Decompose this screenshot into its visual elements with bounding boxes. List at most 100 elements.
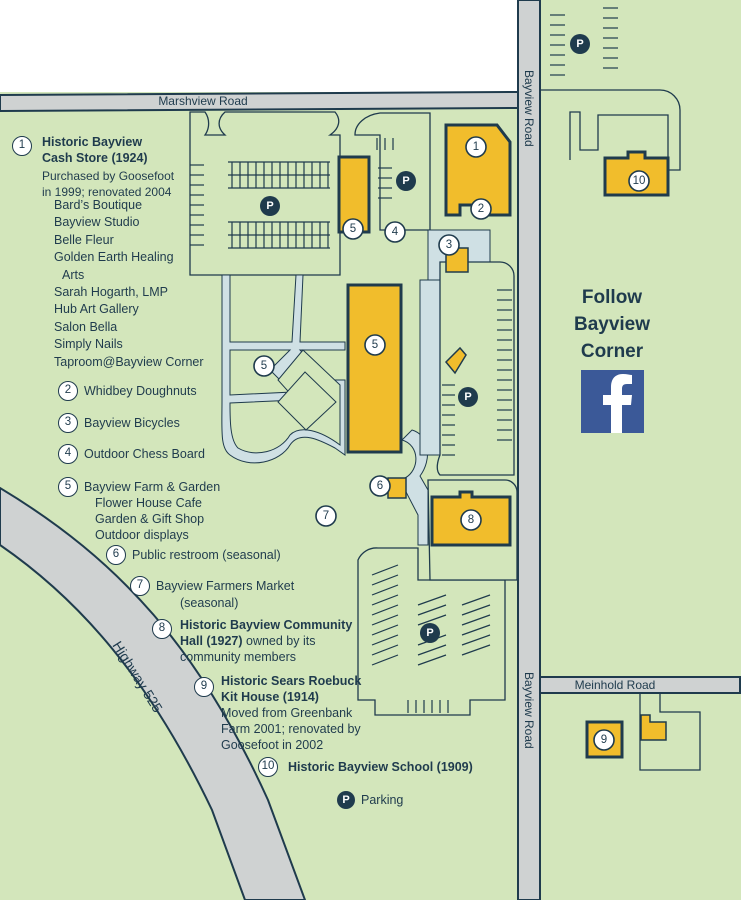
svg-text:3: 3: [446, 239, 452, 251]
east-parking-lot: [436, 261, 515, 476]
tenant-item-continued: Arts: [62, 267, 85, 282]
legend-4-label: Outdoor Chess Board: [84, 447, 205, 461]
parking-marker-main-lot[interactable]: P: [260, 196, 280, 216]
bayview-road-label-top: Bayview Road: [522, 70, 536, 147]
legend-1-title-1: Historic Bayview: [42, 135, 143, 149]
parking-marker-south-lot[interactable]: P: [420, 623, 440, 643]
tenant-item: Golden Earth Healing: [54, 250, 174, 265]
tenant-item: Sarah Hogarth, LMP: [54, 285, 168, 300]
svg-text:5: 5: [261, 360, 267, 372]
map-marker-5-garden[interactable]: 5: [253, 355, 275, 377]
svg-text:4: 4: [392, 226, 399, 238]
svg-text:P: P: [426, 627, 433, 639]
facebook-icon[interactable]: [581, 370, 644, 433]
map-marker-5-main[interactable]: 5: [364, 334, 386, 356]
map-marker-2[interactable]: 2: [470, 198, 492, 220]
legend-3-label: Bayview Bicycles: [84, 416, 180, 430]
svg-text:P: P: [576, 38, 583, 50]
tenant-item: Taproom@Bayview Corner: [54, 354, 204, 369]
lot-stalls-row2: [228, 221, 330, 249]
meinhold-road-label: Meinhold Road: [575, 678, 656, 692]
parking-icon: P: [337, 791, 355, 809]
legend-9-title-1: Historic Sears Roebuck: [221, 674, 362, 688]
svg-text:8: 8: [468, 514, 474, 526]
legend-5-label: Bayview Farm & Garden: [84, 480, 221, 494]
parking-marker-east-lot[interactable]: P: [458, 387, 478, 407]
map-marker-10[interactable]: 10: [628, 170, 650, 192]
school-lot-stalls: [550, 7, 618, 76]
legend-6-label: Public restroom (seasonal): [132, 548, 281, 562]
offsite-area: [0, 0, 518, 92]
legend-1-desc-1: Purchased by Goosefoot: [42, 169, 175, 183]
legend-number-1: 1: [12, 136, 32, 156]
marshview-road-label: Marshview Road: [158, 94, 247, 108]
legend-9-desc-3: Goosefoot in 2002: [221, 738, 324, 752]
follow-line2: Bayview: [574, 314, 650, 335]
legend-10-label: Historic Bayview School (1909): [288, 760, 473, 774]
svg-text:P: P: [402, 175, 409, 187]
legend-number-3: 3: [58, 413, 78, 433]
legend-8-title-1: Historic Bayview Community: [180, 618, 353, 632]
bayview-road: Bayview Road Bayview Road: [517, 0, 541, 900]
follow-line3: Corner: [581, 341, 644, 362]
legend-number-7: 7: [130, 576, 150, 596]
building-farm-garden-main[interactable]: [346, 283, 403, 454]
tenant-item: Simply Nails: [54, 337, 123, 352]
legend-5-sub-1: Flower House Cafe: [95, 496, 202, 510]
legend-1-desc-2: in 1999; renovated 2004: [42, 185, 172, 199]
svg-text:10: 10: [633, 175, 646, 187]
follow-line1: Follow: [582, 287, 642, 308]
svg-text:5: 5: [372, 339, 378, 351]
legend-5-sub-3: Outdoor displays: [95, 528, 189, 542]
map-marker-8[interactable]: 8: [460, 509, 482, 531]
legend-7-label-1: Bayview Farmers Market: [156, 579, 295, 593]
building-kit-house-shed[interactable]: [640, 714, 667, 741]
legend-7-label-2: (seasonal): [180, 596, 239, 610]
svg-text:P: P: [464, 391, 471, 403]
tenant-item: Bard’s Boutique: [54, 198, 143, 212]
legend-parking-label: Parking: [361, 793, 404, 807]
marshview-road: Marshview Road: [0, 90, 519, 113]
map-marker-1[interactable]: 1: [465, 136, 487, 158]
legend-5-sub-2: Garden & Gift Shop: [95, 512, 205, 526]
svg-text:5: 5: [350, 223, 356, 235]
tenant-item: Bayview Studio: [54, 215, 140, 230]
map-marker-5-north[interactable]: 5: [342, 218, 364, 240]
legend-8-title-2: Hall (1927): [180, 634, 243, 648]
map-marker-4[interactable]: 4: [384, 221, 406, 243]
legend-number-8: 8: [152, 619, 172, 639]
map-marker-7[interactable]: 7: [315, 505, 337, 527]
lot-stalls-row1: [228, 161, 330, 189]
east-lot-stalls: [442, 289, 512, 456]
svg-text:1: 1: [473, 141, 479, 153]
legend-1-tenants: Bard’s Boutique Bayview Studio Belle Fle…: [54, 197, 214, 371]
building-restroom[interactable]: [387, 477, 407, 499]
map-marker-3[interactable]: 3: [438, 234, 460, 256]
parking-marker-north-lot[interactable]: P: [396, 171, 416, 191]
building-small-shed[interactable]: [444, 346, 467, 375]
svg-text:7: 7: [323, 510, 329, 522]
map-marker-6[interactable]: 6: [369, 475, 391, 497]
svg-text:2: 2: [478, 203, 484, 215]
legend-number-5: 5: [58, 477, 78, 497]
map-marker-9[interactable]: 9: [593, 729, 615, 751]
lot-stalls-left-edge: [190, 164, 204, 246]
parking-marker-school-lot[interactable]: P: [570, 34, 590, 54]
tenant-item: Salon Bella: [54, 319, 118, 334]
legend-8-desc: community members: [180, 650, 296, 664]
legend-9-title-2: Kit House (1914): [221, 690, 319, 704]
garden-paths: [221, 229, 491, 546]
legend-number-2: 2: [58, 381, 78, 401]
legend-9-desc-2: Farm 2001; renovated by: [221, 722, 361, 736]
lot-stalls-upper-right: [376, 138, 394, 199]
bayview-road-label-bottom: Bayview Road: [522, 672, 536, 749]
facebook-follow[interactable]: Follow Bayview Corner: [574, 287, 650, 433]
legend-number-9: 9: [194, 677, 214, 697]
legend-number-4: 4: [58, 444, 78, 464]
legend-8-title-2-rest: owned by its: [242, 634, 316, 648]
legend-number-10: 10: [258, 757, 278, 777]
legend-1-title-2: Cash Store (1924): [42, 151, 148, 165]
svg-text:6: 6: [377, 480, 383, 492]
tenant-item: Belle Fleur: [54, 232, 114, 247]
